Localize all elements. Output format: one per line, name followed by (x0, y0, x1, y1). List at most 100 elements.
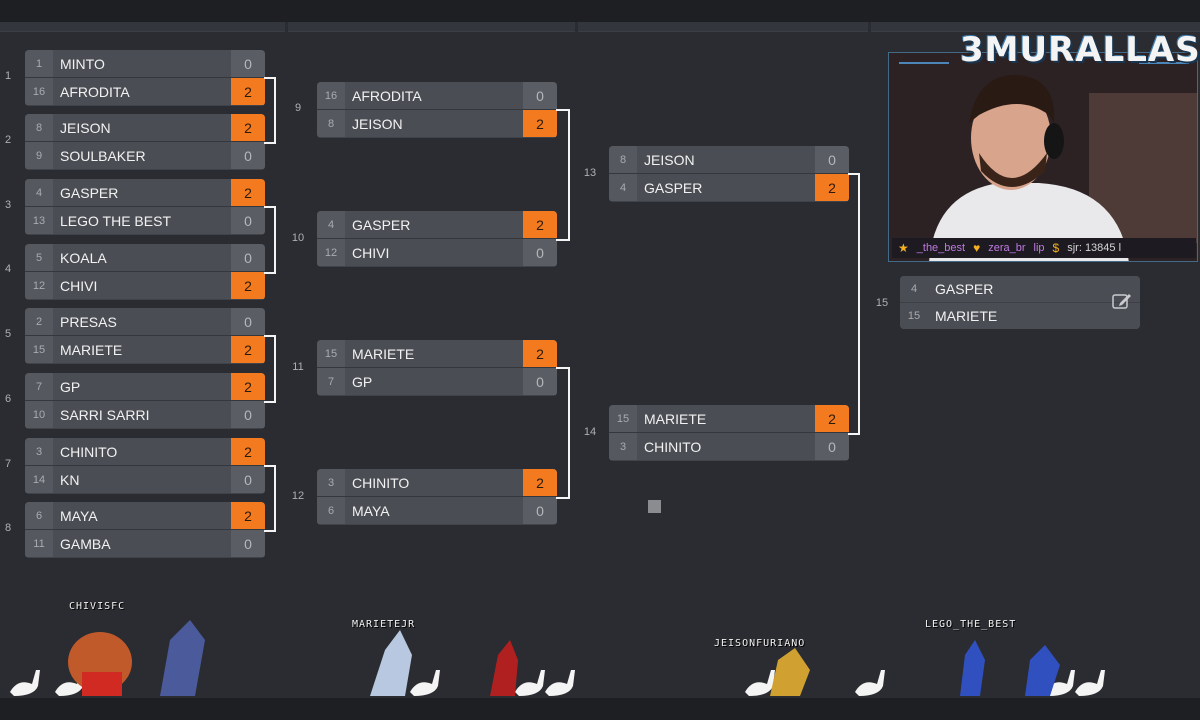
seed: 15 (25, 336, 53, 363)
score: 0 (523, 497, 557, 524)
score: 2 (231, 502, 265, 529)
score: 0 (231, 207, 265, 234)
chat-user: zera_br (988, 242, 1026, 254)
player-name: GASPER (60, 184, 119, 201)
player-name: AFRODITA (352, 87, 422, 104)
score: 0 (231, 466, 265, 493)
round-label: 1 (4, 70, 12, 82)
bracket-connector (264, 206, 276, 274)
score: 0 (231, 142, 265, 169)
round-label: 2 (4, 134, 12, 146)
chat-user: lip (1033, 242, 1045, 254)
score: 2 (231, 78, 265, 105)
player-name: CHINITO (60, 443, 118, 460)
fighter-label: MARIETEJR (352, 619, 416, 630)
chat-viewers: sjr: 13845 l (1067, 242, 1122, 254)
round-label: 9 (294, 102, 302, 114)
score: 2 (231, 373, 265, 400)
score: 2 (523, 340, 557, 367)
edit-icon[interactable] (1112, 292, 1132, 310)
player-name: PRESAS (60, 313, 117, 330)
player-name: CHIVI (352, 244, 390, 261)
bracket-connector (264, 77, 276, 144)
score: 2 (231, 114, 265, 141)
player-name: KN (60, 471, 80, 488)
fighter-label: LEGO_THE_BEST (925, 619, 1017, 630)
round-label: 3 (4, 199, 12, 211)
score: 0 (523, 368, 557, 395)
round-label: 7 (4, 458, 12, 470)
seed: 14 (25, 466, 53, 493)
seed: 2 (25, 308, 53, 335)
star-icon: ★ (898, 241, 909, 255)
bracket-connector (848, 173, 860, 435)
final-slot-bottom: 15 MARIETE (900, 303, 1140, 329)
player-name: JEISON (644, 151, 695, 168)
score: 0 (815, 146, 849, 173)
seed: 5 (25, 244, 53, 271)
round-label: 4 (4, 263, 12, 275)
seed: 8 (609, 146, 637, 173)
score: 2 (231, 438, 265, 465)
heart-icon: ♥ (973, 241, 981, 255)
player-name: MAYA (352, 502, 390, 519)
player-name: CHIVI (60, 277, 98, 294)
fighter-label: CHIVISFC (69, 601, 126, 612)
seed: 15 (317, 340, 345, 367)
seed: 15 (609, 405, 637, 432)
player-name: MARIETE (60, 341, 123, 358)
player-name: MARIETE (935, 308, 998, 324)
player-name: GASPER (352, 216, 411, 233)
seed: 4 (609, 174, 637, 201)
seed: 8 (25, 114, 53, 141)
player-name: SARRI SARRI (60, 406, 150, 423)
bracket-connector (264, 335, 276, 403)
seed: 7 (25, 373, 53, 400)
score: 0 (231, 401, 265, 428)
column-header (288, 22, 575, 32)
seed: 15 (900, 303, 928, 329)
score: 0 (815, 433, 849, 460)
round-label: 11 (292, 361, 304, 373)
round-label: 6 (4, 393, 12, 405)
player-name: MAYA (60, 507, 98, 524)
seed: 12 (25, 272, 53, 299)
seed: 8 (317, 110, 345, 137)
column-header (0, 22, 285, 32)
player-name: GP (352, 373, 373, 390)
seed: 11 (25, 530, 53, 557)
seed: 4 (317, 211, 345, 238)
final-match[interactable]: 4 GASPER 15 MARIETE (900, 276, 1140, 329)
